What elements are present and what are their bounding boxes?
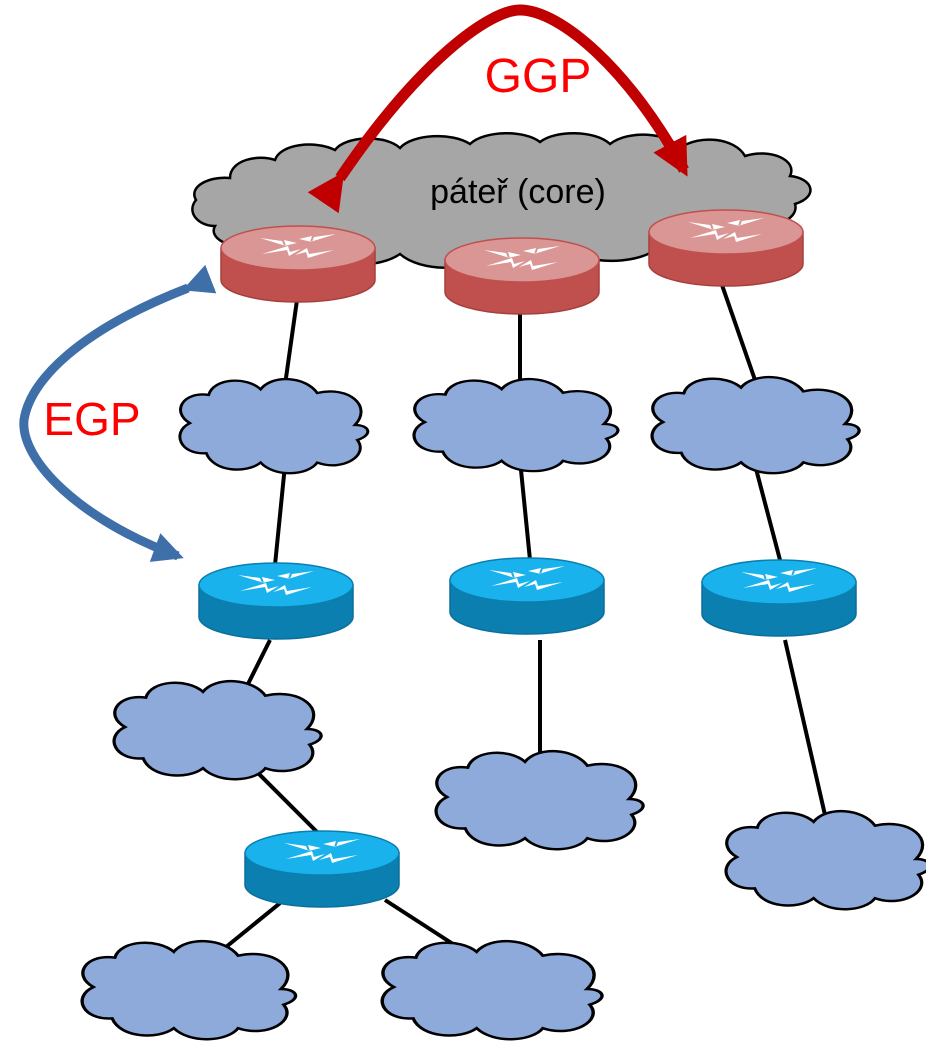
link — [753, 464, 782, 561]
network-cloud — [412, 377, 620, 473]
egp-arrow: EGP — [19, 264, 217, 562]
edge-router — [449, 557, 605, 635]
edge-router — [198, 562, 354, 640]
cloud-icon — [724, 809, 926, 911]
network-cloud — [434, 749, 645, 851]
edge-router — [244, 830, 400, 908]
ggp-label: GGP — [485, 50, 592, 103]
link — [243, 639, 272, 691]
link — [518, 459, 532, 561]
network-cloud — [724, 809, 926, 911]
edge-router — [701, 559, 857, 637]
core-label: páteř (core) — [430, 173, 606, 211]
network-cloud — [112, 679, 323, 781]
core-router — [444, 237, 600, 315]
ggp-arrow: GGP — [307, 4, 689, 214]
core-router — [648, 209, 804, 287]
core-router — [220, 225, 376, 303]
cloud-icon — [380, 939, 604, 1041]
link — [248, 763, 322, 837]
network-links — [208, 284, 827, 962]
network-cloud — [80, 939, 298, 1041]
cloud-icon — [434, 749, 645, 851]
network-cloud — [650, 375, 861, 475]
egp-label: EGP — [43, 393, 140, 445]
double-arrow-icon — [19, 264, 217, 562]
cloud-icon — [650, 375, 861, 475]
double-arrow-icon — [307, 4, 689, 214]
network-cloud — [380, 939, 604, 1041]
cloud-icon — [80, 939, 298, 1041]
cloud-icon — [178, 377, 370, 475]
cloud-icon — [412, 377, 620, 473]
link — [783, 639, 827, 816]
network-cloud — [178, 377, 370, 475]
link — [283, 299, 299, 386]
cloud-icon — [112, 679, 323, 781]
link — [720, 284, 757, 381]
link — [273, 464, 287, 566]
